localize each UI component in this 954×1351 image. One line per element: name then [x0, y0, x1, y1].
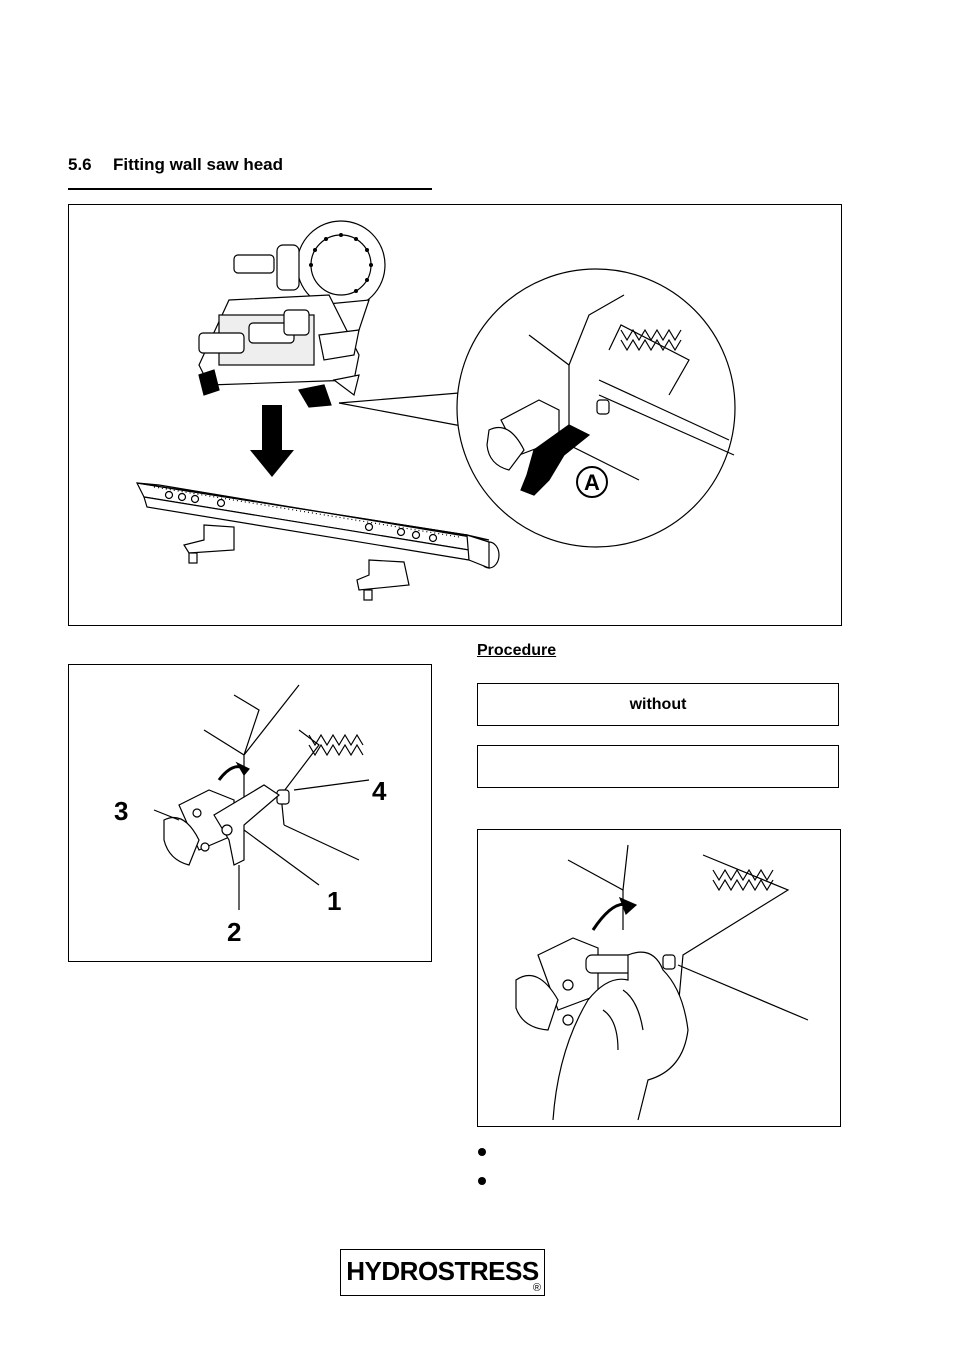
- figure-clamp-parts: 3 4 1 2: [68, 664, 432, 962]
- figure-hand-lever: [477, 829, 841, 1127]
- lowering-arrow: [250, 405, 294, 477]
- procedure-heading: Procedure: [477, 642, 557, 659]
- note-box-1: without: [477, 683, 839, 726]
- hydrostress-logo: HYDROSTRESS ®: [340, 1249, 545, 1296]
- saw-head-illustration: [198, 220, 386, 408]
- part-label-3: 3: [114, 796, 128, 826]
- hand-lever-illustration: [515, 844, 809, 1121]
- callout-label-a: A: [584, 470, 600, 495]
- registered-mark: ®: [532, 1282, 541, 1294]
- zoom-callout-circle: A: [456, 268, 736, 548]
- part-label-2: 2: [227, 917, 241, 947]
- section-number: 5.6: [68, 155, 92, 174]
- clamp-illustration: [163, 684, 364, 866]
- rail-illustration: [135, 482, 500, 601]
- part-label-1: 1: [327, 886, 341, 916]
- logo-text: HYDROSTRESS: [346, 1256, 539, 1286]
- note-box-2: [477, 745, 839, 788]
- section-heading: 5.6 Fitting wall saw head: [68, 155, 283, 175]
- note-box-1-text: without: [629, 696, 687, 713]
- section-title: Fitting wall saw head: [113, 155, 284, 174]
- bullet-1: [478, 1148, 486, 1156]
- part-label-4: 4: [372, 776, 387, 806]
- heading-underline: [68, 188, 432, 190]
- bullet-2: [478, 1177, 486, 1185]
- figure-saw-head-on-rail: A: [68, 204, 842, 626]
